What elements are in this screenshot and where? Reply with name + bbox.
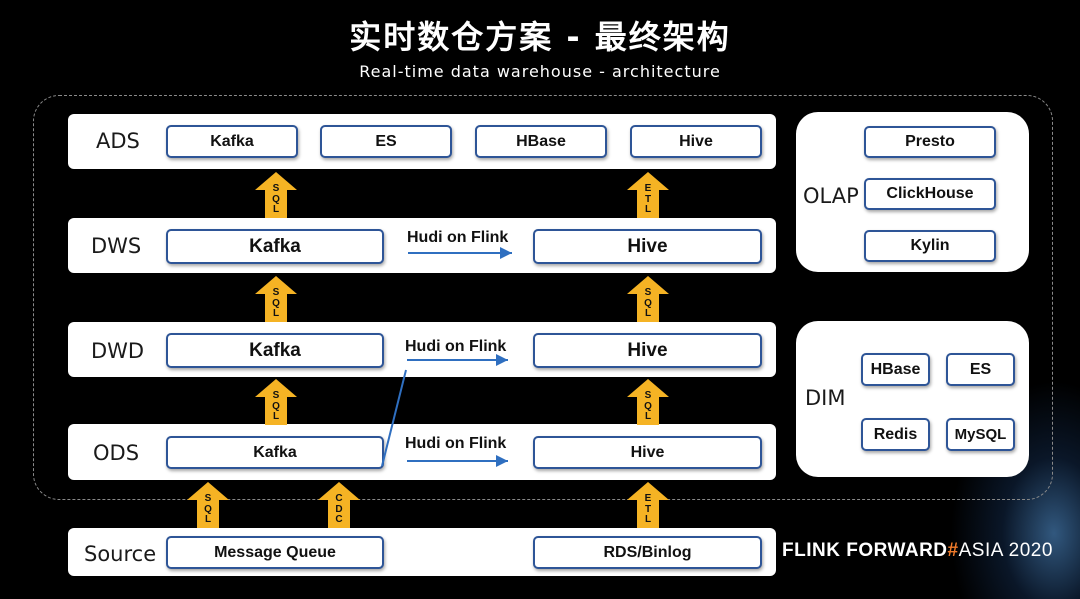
page-subtitle: Real-time data warehouse - architecture [359,62,721,81]
dim-mysql-box: MySQL [946,418,1015,451]
dwd-label: DWD [91,339,145,363]
dim-panel [796,321,1029,477]
ads-hbase-box: HBase [475,125,607,158]
brand-asia: ASIA 2020 [958,540,1053,561]
ads-es-box: ES [320,125,452,158]
dws-kafka-box: Kafka [166,229,384,264]
dws-label: DWS [91,234,142,258]
dws-hive-box: Hive [533,229,762,264]
dwd-kafka-box: Kafka [166,333,384,368]
ads-hive-box: Hive [630,125,762,158]
source-message-queue-box: Message Queue [166,536,384,569]
up-arrow-icon [255,379,297,425]
dim-es-box: ES [946,353,1015,386]
up-arrow-icon [255,172,297,218]
dwd-hive-box: Hive [533,333,762,368]
up-arrow-icon [627,482,669,528]
ods-hudi-label: Hudi on Flink [405,435,507,452]
ods-to-dwd-link [381,369,407,467]
page-title: 实时数仓方案 - 最终架构 [349,18,731,56]
up-arrow-icon [318,482,360,528]
ads-label: ADS [96,129,140,153]
up-arrow-icon [627,276,669,322]
up-arrow-icon [187,482,229,528]
olap-clickhouse-box: ClickHouse [864,178,996,210]
dim-label: DIM [805,386,846,410]
brand-flink-forward: FLINK FORWARD [782,540,948,561]
ods-hive-box: Hive [533,436,762,469]
olap-kylin-box: Kylin [864,230,996,262]
olap-label: OLAP [803,184,859,208]
ads-kafka-box: Kafka [166,125,298,158]
ods-kafka-box: Kafka [166,436,384,469]
brand-hash: # [947,540,959,561]
source-rds-binlog-box: RDS/Binlog [533,536,762,569]
dwd-hudi-label: Hudi on Flink [405,338,507,355]
ods-label: ODS [93,441,140,465]
up-arrow-icon [627,172,669,218]
dim-redis-box: Redis [861,418,930,451]
source-label: Source [84,542,157,566]
brand-logo: FLINK FORWARD#ASIA 2020 [782,540,1053,562]
up-arrow-icon [255,276,297,322]
dim-hbase-box: HBase [861,353,930,386]
up-arrow-icon [627,379,669,425]
warehouse-boundary [33,95,1053,500]
olap-presto-box: Presto [864,126,996,158]
dws-hudi-label: Hudi on Flink [407,229,509,246]
